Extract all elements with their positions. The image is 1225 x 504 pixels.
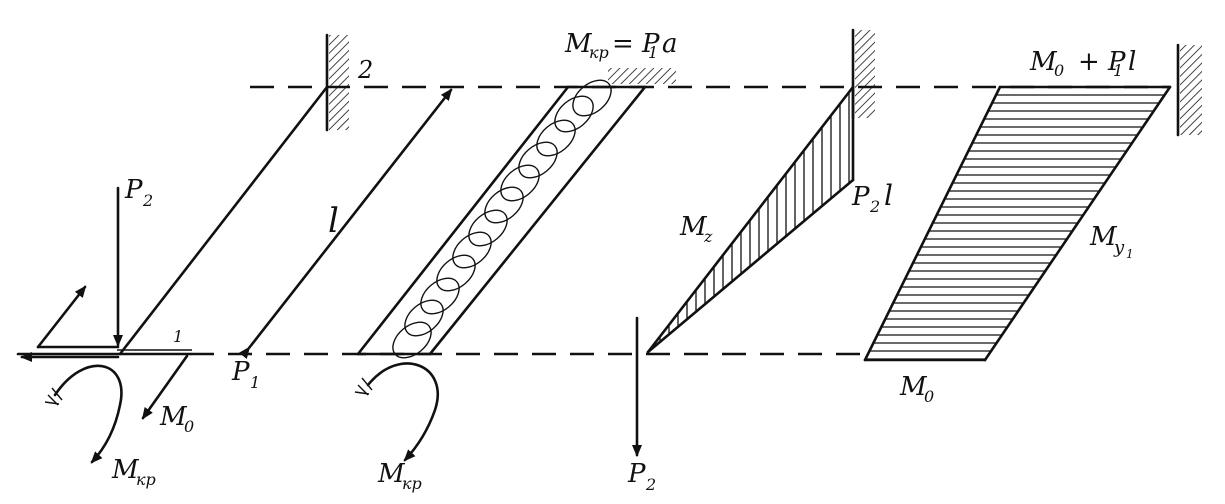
svg-text:1: 1 bbox=[648, 43, 658, 62]
wall-support-left bbox=[325, 33, 349, 132]
mz-hatching bbox=[659, 92, 850, 342]
svg-text:M: M bbox=[159, 402, 188, 432]
svg-text:M: M bbox=[899, 372, 928, 402]
label-mkr-left: M кр bbox=[111, 455, 156, 489]
svg-text:1: 1 bbox=[250, 373, 260, 392]
label-m0-right-top: M 0 + P 1 l bbox=[1029, 47, 1136, 80]
label-support-2: 2 bbox=[357, 56, 373, 84]
svg-text:1: 1 bbox=[1126, 247, 1134, 261]
length-dimension bbox=[238, 88, 453, 359]
svg-text:0: 0 bbox=[184, 417, 194, 436]
label-mkr-top: M кр = P 1 a bbox=[564, 29, 678, 62]
mkr-curved-arrow-middle bbox=[366, 362, 439, 462]
svg-text:z: z bbox=[703, 227, 713, 246]
label-p2-top: P 2 bbox=[124, 175, 153, 210]
svg-text:+ P: + P bbox=[1078, 47, 1126, 77]
top-hatch-block bbox=[608, 68, 676, 84]
beam-line bbox=[118, 85, 329, 356]
mkr-feather-middle bbox=[354, 377, 373, 396]
my-hatching bbox=[865, 94, 1165, 360]
svg-text:0: 0 bbox=[924, 387, 934, 406]
label-p1: P 1 bbox=[231, 357, 260, 392]
svg-text:кр: кр bbox=[402, 474, 422, 493]
svg-text:y: y bbox=[1113, 237, 1125, 258]
svg-text:P: P bbox=[851, 182, 870, 212]
svg-text:0: 0 bbox=[1054, 61, 1064, 80]
svg-text:2: 2 bbox=[142, 191, 153, 210]
wall-support-middle bbox=[851, 28, 875, 120]
svg-text:a: a bbox=[662, 29, 678, 59]
svg-text:M: M bbox=[111, 455, 140, 485]
svg-text:2: 2 bbox=[645, 475, 656, 494]
svg-text:кр: кр bbox=[589, 43, 609, 62]
axis-arrow-diagonal bbox=[36, 285, 87, 349]
label-length: l bbox=[328, 201, 339, 241]
torsion-spiral bbox=[392, 79, 612, 359]
svg-text:l: l bbox=[884, 179, 893, 212]
label-my: M y 1 bbox=[1089, 222, 1134, 261]
torsion-band bbox=[356, 85, 647, 356]
svg-text:2: 2 bbox=[869, 197, 880, 216]
svg-text:1: 1 bbox=[1113, 61, 1123, 80]
svg-text:M: M bbox=[564, 29, 593, 59]
mkr-feather-left bbox=[44, 387, 63, 406]
svg-text:кр: кр bbox=[136, 470, 156, 489]
svg-text:P: P bbox=[231, 357, 250, 387]
svg-text:M: M bbox=[679, 212, 708, 242]
svg-text:M: M bbox=[1029, 47, 1058, 77]
label-m0-left: M 0 bbox=[159, 402, 194, 436]
label-point-1: 1 bbox=[173, 327, 183, 346]
svg-text:P: P bbox=[627, 459, 646, 489]
mkr-curved-arrow-left bbox=[53, 364, 123, 464]
label-p2l: P 2 l bbox=[851, 179, 893, 216]
svg-text:P: P bbox=[124, 175, 143, 205]
label-mkr-middle: M кр bbox=[377, 459, 422, 493]
wall-support-right bbox=[1176, 43, 1202, 137]
mz-triangle bbox=[646, 85, 855, 354]
label-m0-right-bottom: M 0 bbox=[899, 372, 934, 406]
svg-text:M: M bbox=[377, 459, 406, 489]
svg-text:M: M bbox=[1089, 222, 1118, 252]
label-mz: M z bbox=[679, 212, 713, 246]
svg-text:l: l bbox=[1128, 47, 1136, 77]
svg-text:= P: = P bbox=[612, 29, 660, 59]
label-p2-bottom: P 2 bbox=[627, 459, 656, 494]
m0-moment-arrow bbox=[141, 354, 189, 420]
